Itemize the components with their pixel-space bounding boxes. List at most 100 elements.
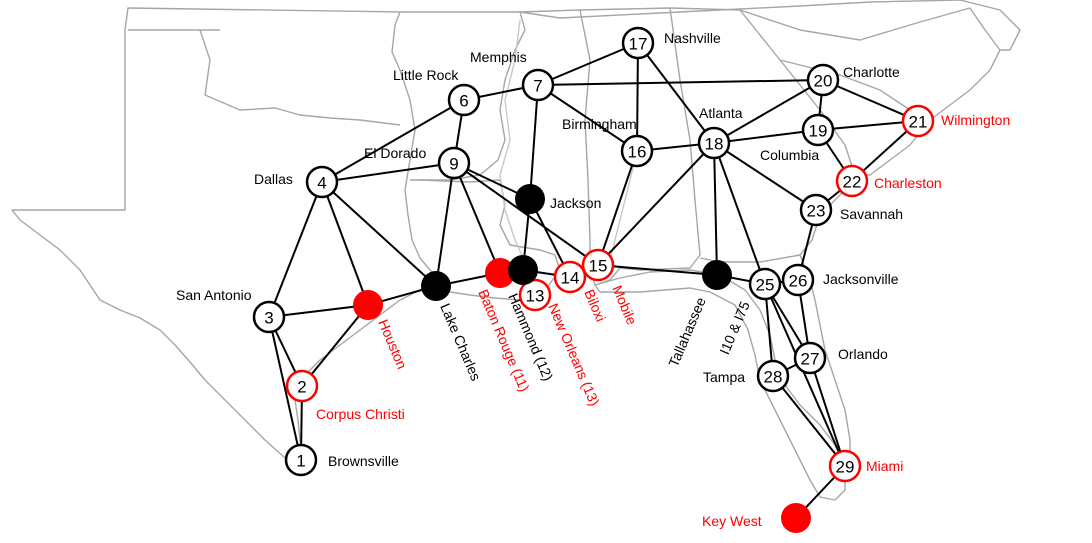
node-number-14: 14 — [561, 269, 580, 288]
label-dallas: Dallas — [254, 171, 293, 187]
node-circle-23 — [799, 193, 833, 227]
node-circle-keywest — [781, 503, 811, 533]
node-14: 14 — [553, 260, 587, 294]
node-22: 22 — [835, 164, 869, 198]
node-6: 6 — [447, 83, 481, 117]
node-circle-3 — [252, 300, 286, 334]
node-tallahassee — [702, 260, 732, 290]
label-jacksonville: Jacksonville — [823, 271, 899, 287]
node-circle-tallahassee — [702, 260, 732, 290]
label-houston: Houston — [375, 317, 410, 371]
node-number-18: 18 — [705, 135, 724, 154]
edge-16-17 — [636, 42, 639, 152]
edge-4-9 — [321, 162, 455, 183]
node-7: 7 — [521, 68, 555, 102]
oklahoma-border — [199, 29, 401, 126]
north-carolina-border — [739, 7, 1001, 176]
label-nashville: Nashville — [664, 30, 721, 46]
node-16: 16 — [620, 134, 654, 168]
node-circle-17 — [621, 26, 655, 60]
node-number-2: 2 — [297, 378, 306, 397]
node-circle-houston — [353, 290, 383, 320]
node-circle-21 — [901, 104, 935, 138]
node-number-13: 13 — [526, 287, 545, 306]
edge-20-21 — [822, 79, 919, 122]
node-26: 26 — [781, 263, 815, 297]
node-number-20: 20 — [814, 72, 833, 91]
label-lakecharles: Lake Charles — [437, 301, 484, 383]
node-number-27: 27 — [801, 350, 820, 369]
node-number-3: 3 — [264, 309, 273, 328]
label-memphis: Memphis — [470, 49, 527, 65]
label-birmingham: Birmingham — [562, 116, 637, 132]
node-circle-13 — [518, 278, 552, 312]
edge-25-29 — [764, 283, 846, 467]
node-number-28: 28 — [764, 368, 783, 387]
node-number-1: 1 — [296, 452, 305, 471]
node-4: 4 — [305, 165, 339, 199]
edge-28-29 — [772, 375, 846, 467]
arkansas-border — [400, 11, 526, 181]
node-circle-2 — [285, 369, 319, 403]
node-number-23: 23 — [807, 202, 826, 221]
edge-9-lakecharles — [435, 162, 455, 287]
node-circle-7 — [521, 68, 555, 102]
edge-18-20 — [713, 79, 824, 144]
node-19: 19 — [801, 113, 835, 147]
label-eldorado: El Dorado — [364, 145, 426, 161]
label-miami: Miami — [866, 458, 903, 474]
edge-7-16 — [537, 84, 638, 152]
edge-18-25 — [713, 142, 766, 285]
node-number-29: 29 — [836, 458, 855, 477]
mississippi-river — [499, 19, 526, 263]
node-number-25: 25 — [756, 276, 775, 295]
node-circle-14 — [553, 260, 587, 294]
node-17: 17 — [621, 26, 655, 60]
node-circle-28 — [756, 359, 790, 393]
edge-16-15 — [597, 150, 638, 266]
label-orlando: Orlando — [838, 346, 888, 362]
node-number-22: 22 — [843, 173, 862, 192]
node-circle-lakecharles — [421, 271, 451, 301]
node-1: 1 — [284, 443, 318, 477]
edge-15-9 — [453, 162, 599, 266]
edge-7-20 — [537, 79, 824, 86]
edge-4-lakecharles — [321, 181, 437, 287]
edge-3-4 — [268, 181, 323, 318]
label-sanantonio: San Antonio — [176, 287, 252, 303]
node-houston — [353, 290, 383, 320]
node-circle-1 — [284, 443, 318, 477]
node-circle-15 — [581, 248, 615, 282]
edge-3-houston — [268, 304, 369, 318]
label-charleston: Charleston — [874, 175, 942, 191]
edge-2-houston — [301, 304, 369, 387]
label-jackson: Jackson — [550, 195, 601, 211]
edge-4-houston — [321, 181, 369, 306]
node-number-9: 9 — [449, 155, 458, 174]
node-circle-19 — [801, 113, 835, 147]
node-23: 23 — [799, 193, 833, 227]
node-21: 21 — [901, 104, 935, 138]
node-circle-29 — [828, 449, 862, 483]
node-lakecharles — [421, 271, 451, 301]
label-tampa: Tampa — [703, 369, 745, 385]
label-brownsville: Brownsville — [328, 453, 399, 469]
node-circle-25 — [748, 267, 782, 301]
label-charlotte: Charlotte — [843, 64, 900, 80]
label-littlerock: Little Rock — [393, 67, 459, 83]
node-circle-27 — [793, 341, 827, 375]
node-circle-9 — [437, 146, 471, 180]
node-28: 28 — [756, 359, 790, 393]
node-circle-18 — [697, 126, 731, 160]
node-25: 25 — [748, 267, 782, 301]
edge-7-jackson — [529, 84, 539, 200]
node-3: 3 — [252, 300, 286, 334]
virginia-border — [869, 0, 1021, 51]
label-wilmington: Wilmington — [941, 112, 1010, 128]
node-2: 2 — [285, 369, 319, 403]
node-circle-20 — [806, 63, 840, 97]
label-atlanta: Atlanta — [699, 105, 743, 121]
label-mobile: Mobile — [609, 283, 640, 327]
node-number-6: 6 — [459, 92, 468, 111]
